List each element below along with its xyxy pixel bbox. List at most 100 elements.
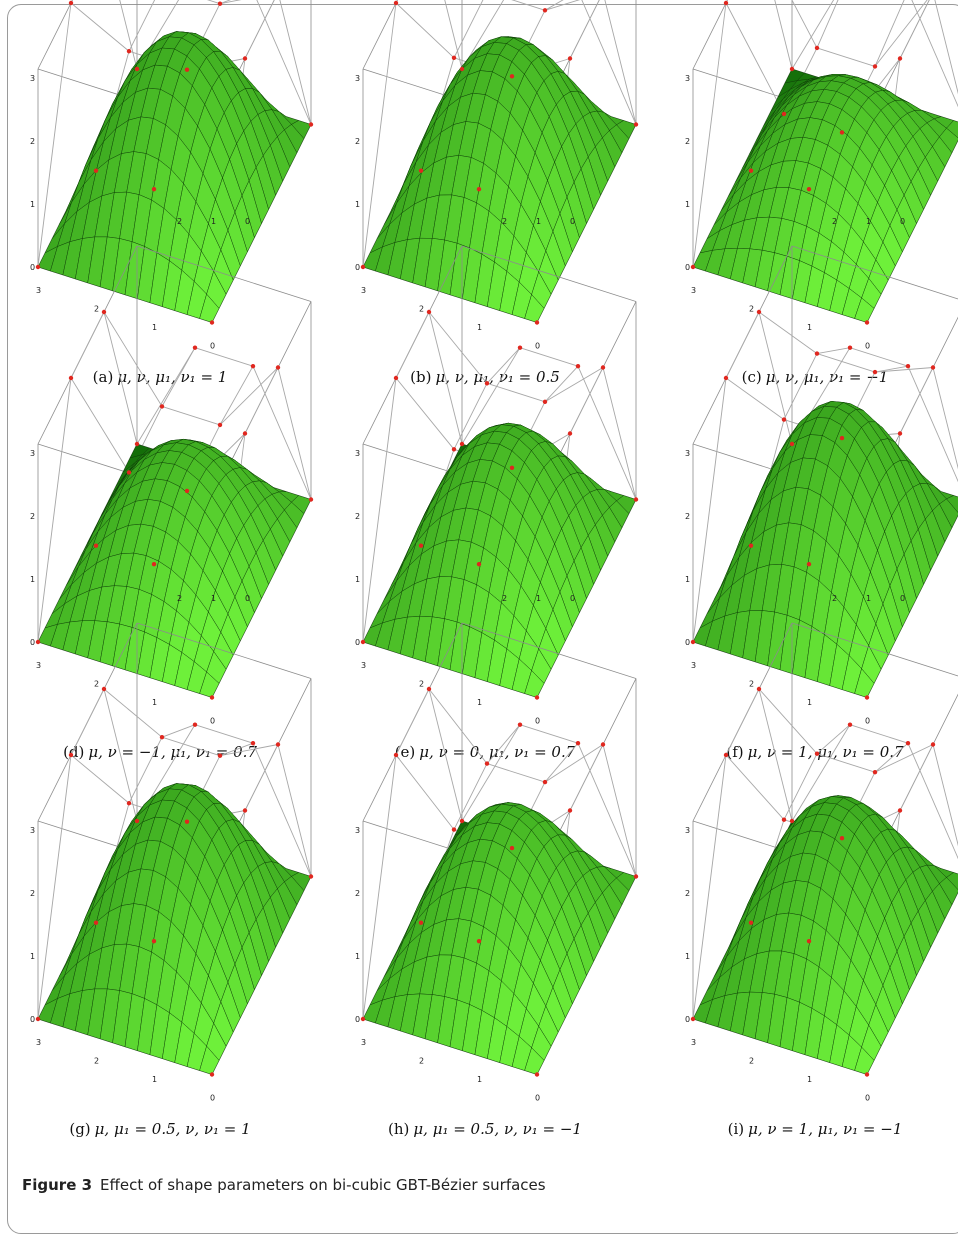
axis-tick-label: 2 <box>749 680 754 689</box>
axis-tick-label: 0 <box>865 342 870 351</box>
control-net-edge <box>71 755 129 803</box>
axis-tick-label: 3 <box>30 826 35 835</box>
control-point <box>898 808 902 812</box>
axis-tick-label: 3 <box>691 1038 696 1047</box>
axis-tick-label: 0 <box>535 1094 540 1103</box>
control-net-edge <box>603 0 636 125</box>
control-point <box>535 1072 539 1076</box>
axis-tick-label: 2 <box>419 305 424 314</box>
surface <box>363 37 636 323</box>
control-point <box>782 112 786 116</box>
axis-tick-label: 2 <box>94 680 99 689</box>
control-point <box>724 753 728 757</box>
axis-tick-label: 2 <box>94 1057 99 1066</box>
control-point <box>69 1 73 5</box>
axis-tick-label: 3 <box>355 449 360 458</box>
control-point <box>898 431 902 435</box>
control-point <box>873 64 877 68</box>
control-point <box>36 640 40 644</box>
axis-tick-label: 3 <box>36 1038 41 1047</box>
surface <box>693 69 958 323</box>
control-point <box>94 920 98 924</box>
control-net-edge <box>396 378 454 449</box>
axis-tick-label: 2 <box>355 512 360 521</box>
control-point <box>152 562 156 566</box>
control-point <box>848 345 852 349</box>
control-point <box>419 543 423 547</box>
subfigure-label: (g) <box>69 1120 90 1138</box>
control-point <box>135 442 139 446</box>
control-point <box>691 1017 695 1021</box>
subfigure-caption: (g)μ, μ₁ = 0.5, ν, ν₁ = 1 <box>10 1120 310 1138</box>
axis-tick-label: 1 <box>152 323 157 332</box>
figure-label: Figure 3 <box>22 1176 92 1194</box>
control-point <box>898 56 902 60</box>
axis-tick-label: 3 <box>30 449 35 458</box>
axis-tick-label: 1 <box>536 594 541 603</box>
control-net-edge <box>570 0 603 59</box>
axis-tick-label: 3 <box>361 1038 366 1047</box>
control-net-edge <box>726 3 784 114</box>
axis-tick-label: 1 <box>30 200 35 209</box>
axis-tick-label: 1 <box>355 200 360 209</box>
axis-tick-label: 0 <box>210 342 215 351</box>
axis-tick-label: 0 <box>685 263 690 272</box>
axis-tick-label: 0 <box>245 594 250 603</box>
control-net-edge <box>396 3 454 58</box>
axis-tick-label: 0 <box>355 638 360 647</box>
axis-tick-label: 2 <box>502 594 507 603</box>
axis-tick-label: 1 <box>685 952 690 961</box>
control-point <box>394 753 398 757</box>
control-net-edge <box>278 745 311 877</box>
axis-tick-label: 3 <box>355 74 360 83</box>
control-net-edge <box>162 406 220 425</box>
control-point <box>568 808 572 812</box>
control-point <box>749 920 753 924</box>
control-point <box>510 846 514 850</box>
surface <box>693 401 958 697</box>
control-net-edge <box>875 0 908 66</box>
subfigure-label: (h) <box>388 1120 409 1138</box>
control-point <box>724 376 728 380</box>
control-net-edge <box>487 383 545 402</box>
control-point <box>135 819 139 823</box>
control-net-edge <box>396 0 429 3</box>
axis-tick-label: 1 <box>807 1075 812 1084</box>
control-point <box>601 365 605 369</box>
control-net-edge <box>759 0 792 69</box>
control-point <box>757 310 761 314</box>
control-point <box>127 801 131 805</box>
axis-tick-label: 1 <box>536 217 541 226</box>
control-point <box>510 74 514 78</box>
axis-tick-label: 2 <box>419 1057 424 1066</box>
control-point <box>477 187 481 191</box>
control-point <box>807 562 811 566</box>
axis-tick-label: 0 <box>685 638 690 647</box>
control-point <box>193 345 197 349</box>
control-point <box>634 497 638 501</box>
axis-tick-label: 1 <box>30 952 35 961</box>
control-net-edge <box>487 0 545 10</box>
control-point <box>419 920 423 924</box>
control-point <box>807 187 811 191</box>
axis-tick-label: 1 <box>807 323 812 332</box>
control-point <box>865 320 869 324</box>
control-net-edge <box>726 378 784 420</box>
control-net-edge <box>245 0 278 59</box>
control-point <box>185 820 189 824</box>
control-net-edge <box>278 368 311 500</box>
control-point <box>873 370 877 374</box>
control-point <box>210 1072 214 1076</box>
axis-tick-label: 1 <box>152 1075 157 1084</box>
control-point <box>477 562 481 566</box>
control-point <box>36 1017 40 1021</box>
